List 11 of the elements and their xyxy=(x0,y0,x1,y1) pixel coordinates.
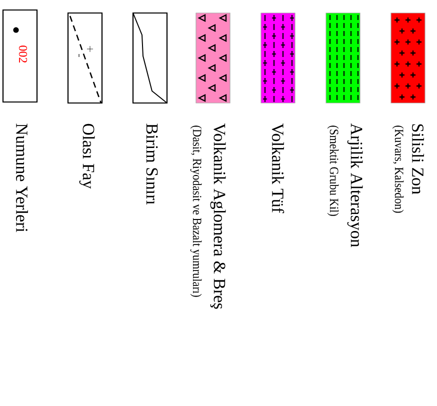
legend-note: (Dasit, Riyodasit ve Bazalt yumruları) xyxy=(190,126,202,297)
legend-note: (Kuvars, Kalsedon) xyxy=(392,126,404,213)
legend-label: Arjilik Alterasyon xyxy=(347,123,363,248)
legend-label: Birim Sınırı xyxy=(146,124,158,205)
legend-label: Volkanik Tüf xyxy=(272,123,284,214)
legend-label: Silisli Zon xyxy=(412,124,424,194)
legend-note: (Smektit Grubu Kil) xyxy=(327,126,339,216)
sample-number: 002 xyxy=(18,46,28,63)
legend-label: Olası Fay xyxy=(79,124,95,189)
legend-label: Volkanik Aglomera & Breş xyxy=(210,123,226,309)
legend-label: Numune Yerleri xyxy=(16,124,28,232)
